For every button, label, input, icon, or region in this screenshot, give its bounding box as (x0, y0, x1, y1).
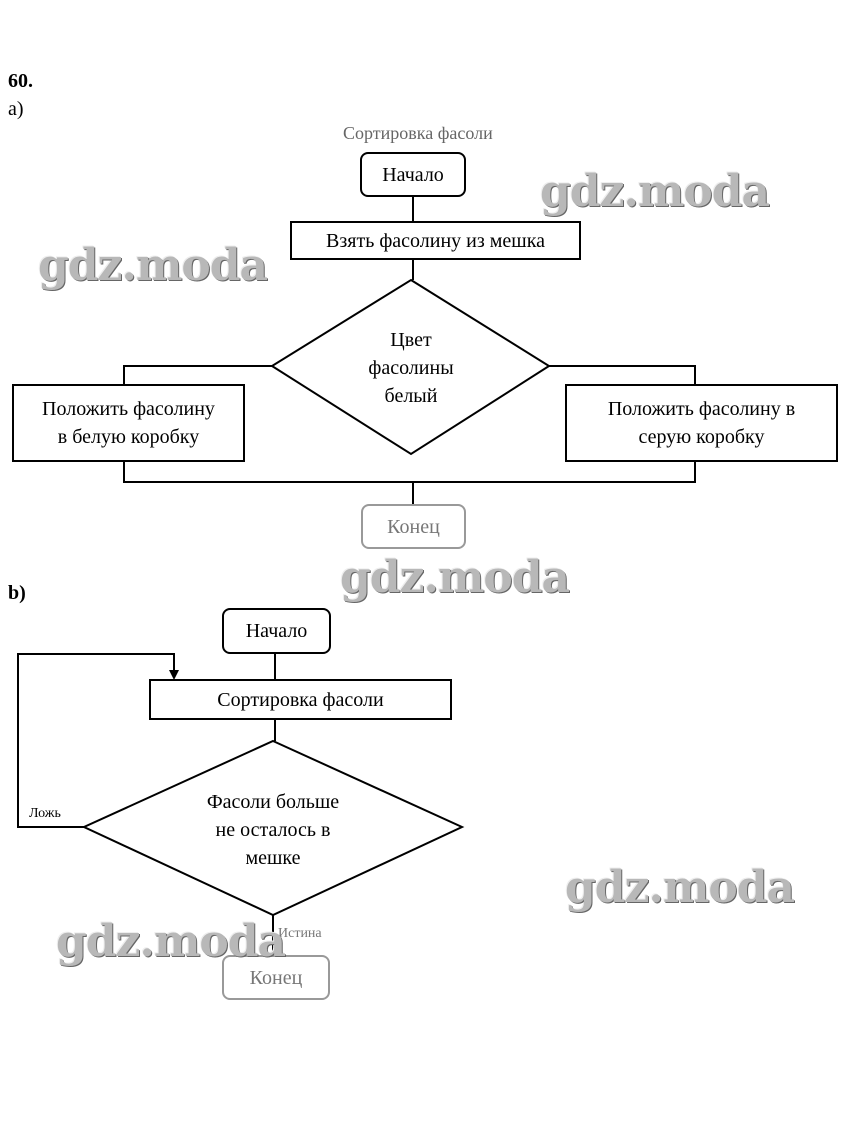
true-branch-label: Истина (278, 926, 322, 941)
gray-box-action-node: Положить фасолину в серую коробку (565, 384, 838, 462)
part-a-title: Сортировка фасоли (343, 123, 493, 143)
decision-b-line-1: Фасоли больше (206, 791, 340, 813)
decision-a-line-1: Цвет (390, 329, 432, 351)
connector-decision-right (549, 365, 696, 384)
sorting-process-label: Сортировка фасоли (217, 688, 384, 711)
sorting-process-node: Сортировка фасоли (149, 679, 452, 720)
start-node-b: Начало (222, 608, 331, 654)
end-node-b-label: Конец (249, 966, 303, 989)
white-box-action-node: Положить фасолину в белую коробку (12, 384, 245, 462)
part-b-label: b) (8, 582, 26, 604)
end-node-a: Конец (361, 504, 466, 549)
decision-b-text: Фасоли больше не осталось в мешке (173, 788, 373, 872)
exercise-number: 60. (8, 70, 33, 92)
take-bean-node: Взять фасолину из мешка (290, 221, 581, 260)
decision-diamond-a (270, 278, 551, 456)
end-node-a-label: Конец (387, 515, 440, 538)
connector-merge (123, 461, 696, 483)
connector-decision-left (123, 365, 272, 384)
decision-b-line-2: не осталось в (215, 819, 331, 841)
take-bean-label: Взять фасолину из мешка (326, 229, 545, 252)
start-node-a: Начало (360, 152, 466, 197)
end-node-b: Конец (222, 955, 330, 1000)
false-branch-label: Ложь (29, 806, 61, 821)
gray-box-line-1: Положить фасолину в (607, 398, 796, 420)
part-a-label: a) (8, 98, 24, 120)
decision-a-text: Цвет фасолины белый (331, 326, 491, 410)
arrowhead-loop (169, 670, 179, 680)
start-node-a-label: Начало (382, 163, 444, 186)
white-box-line-2: в белую коробку (57, 426, 200, 448)
decision-a-line-2: фасолины (368, 357, 454, 379)
white-box-line-1: Положить фасолину (42, 398, 215, 420)
gray-box-line-2: серую коробку (638, 426, 765, 448)
connector-false-loop (17, 653, 175, 828)
start-node-b-label: Начало (245, 620, 308, 642)
decision-b-line-3: мешке (245, 847, 301, 869)
decision-a-line-3: белый (384, 385, 438, 407)
